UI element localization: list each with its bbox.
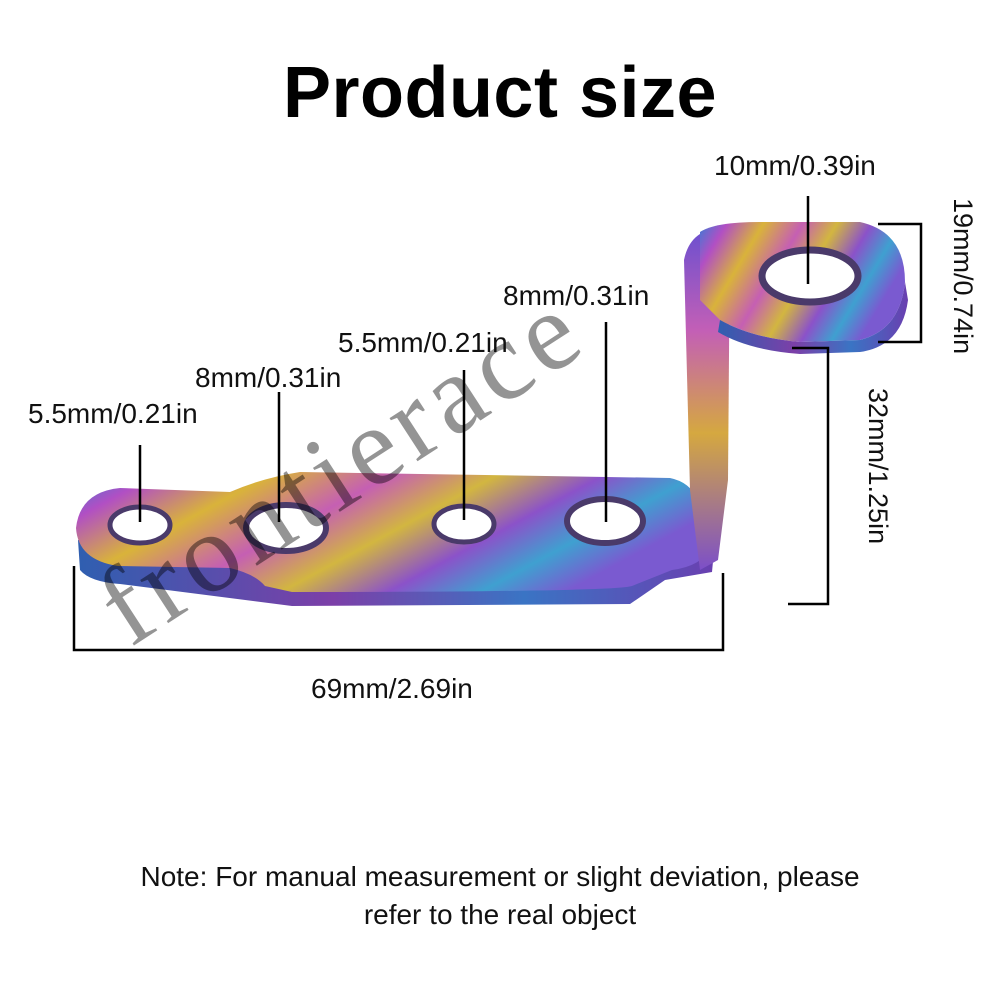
- page-title: Product size: [282, 53, 718, 133]
- label-tab-height: 19mm/0.74in: [948, 198, 978, 355]
- dim-rise-height: [788, 346, 830, 606]
- hole-2: [243, 502, 329, 554]
- label-hole-3: 5.5mm/0.21in: [338, 327, 508, 358]
- hole-top: [758, 246, 862, 306]
- label-hole-2: 8mm/0.31in: [195, 362, 342, 393]
- label-rise-height: 32mm/1.25in: [863, 388, 893, 545]
- note-line-2: refer to the real object: [363, 899, 637, 930]
- label-hole-4: 8mm/0.31in: [503, 280, 650, 311]
- dim-total-length: [72, 566, 725, 652]
- dim-tab-height: [878, 222, 923, 344]
- measurement-note: Note: For manual measurement or slight d…: [0, 858, 1000, 934]
- label-total-length: 69mm/2.69in: [311, 673, 473, 704]
- label-top-hole: 10mm/0.39in: [714, 150, 876, 181]
- watermark-text: frontierace: [76, 265, 606, 669]
- label-hole-1: 5.5mm/0.21in: [28, 398, 198, 429]
- bracket-plate: [76, 472, 710, 592]
- note-line-1: Note: For manual measurement or slight d…: [140, 861, 860, 892]
